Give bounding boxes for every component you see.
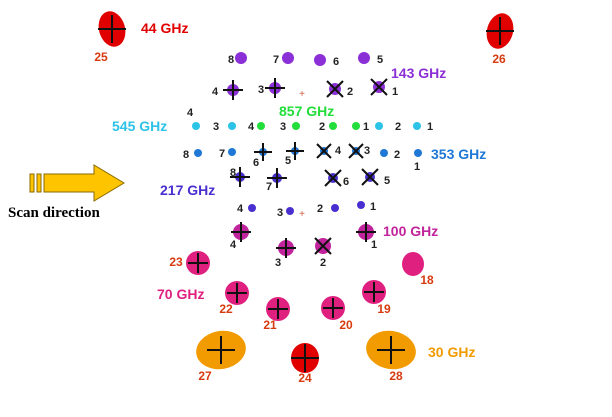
horn-100ghz-2-number: 2 [320,257,326,269]
horn-217ghz-7-number: 7 [266,181,272,193]
horn-545ghz-4 [192,122,200,130]
horn-44ghz-25-number: 25 [94,50,108,64]
horn-353ghz-3-number: 3 [364,145,370,157]
horn-353ghz-2-number: 2 [394,149,400,161]
scan-direction-label: Scan direction [8,205,100,221]
horn-353ghz-4-cross-b [316,143,332,159]
horn-857ghz-2-number: 2 [319,121,325,133]
horn-70ghz-21-number: 21 [263,318,277,332]
horn-857ghz-4-number: 4 [248,121,255,133]
horn-857ghz-3-number: 3 [280,121,286,133]
band-label-353ghz: 353 GHz [431,146,486,162]
horn-100ghz-4-number: 4 [230,239,237,251]
horn-353ghz-7-number: 7 [219,148,225,160]
horn-70ghz-19-number: 19 [377,302,391,316]
horn-70ghz-22-number: 22 [219,302,233,316]
horn-70ghz-18-number: 18 [420,273,434,287]
horn-100ghz-2-cross-b [314,237,332,255]
horn-217ghz-2-number: 2 [317,203,323,215]
horn-217ghz-1 [357,201,365,209]
horn-857ghz-3 [292,122,300,130]
horn-545ghz-2 [375,122,383,130]
horn-353ghz-2 [380,149,388,157]
centre-marker-lower: + [299,209,305,220]
band-label-30ghz: 30 GHz [428,344,475,360]
band-label-857ghz: 857 GHz [279,103,334,119]
horn-353ghz-3-cross-b [348,143,364,159]
horn-857ghz-1-number: 1 [363,121,369,133]
horn-217ghz-3-number: 3 [277,207,283,219]
horn-353ghz-8 [194,149,202,157]
horn-217ghz-1-number: 1 [370,201,376,213]
horn-44ghz-26-number: 26 [492,52,506,66]
scan-direction-arrow [28,163,128,203]
horn-143ghz-5-number: 5 [377,54,383,66]
horn-545ghz-3 [228,122,236,130]
horn-353ghz-1-number: 1 [414,161,420,173]
horn-100ghz-1-number: 1 [371,239,377,251]
horn-143ghz-2-number: 2 [347,86,353,98]
horn-857ghz-4 [257,122,265,130]
arrow-tail-bar-2 [36,173,42,193]
horn-143ghz-8 [235,52,247,64]
horn-545ghz-4-number: 4 [187,107,194,119]
horn-353ghz-7 [228,148,236,156]
horn-217ghz-5-number: 5 [384,175,390,187]
horn-217ghz-3 [286,207,294,215]
band-label-545ghz: 545 GHz [112,118,167,134]
horn-100ghz-3-number: 3 [275,257,281,269]
horn-217ghz-6-cross-b [324,169,342,187]
horn-545ghz-3-number: 3 [213,121,219,133]
horn-217ghz-6-number: 6 [343,176,349,188]
horn-217ghz-4-number: 4 [237,203,244,215]
horn-70ghz-20-number: 20 [339,318,353,332]
horn-44ghz-24-number: 24 [298,371,312,385]
horn-143ghz-1-cross-b [370,78,388,96]
arrow-tail-bar-1 [29,173,35,193]
horn-30ghz-27-number: 27 [198,369,212,383]
horn-143ghz-6 [314,54,326,66]
band-label-44ghz: 44 GHz [141,20,188,36]
band-label-100ghz: 100 GHz [383,223,438,239]
horn-143ghz-4-number: 4 [212,86,219,98]
horn-217ghz-4 [248,204,256,212]
band-label-217ghz: 217 GHz [160,182,215,198]
horn-353ghz-6-number: 6 [253,157,259,169]
horn-217ghz-8-number: 8 [230,167,236,179]
horn-143ghz-1-number: 1 [392,86,398,98]
horn-143ghz-5 [358,52,370,64]
horn-857ghz-1 [352,122,360,130]
horn-143ghz-7-number: 7 [273,54,279,66]
horn-70ghz-23-number: 23 [169,255,183,269]
horn-143ghz-2-cross-b [326,80,344,98]
horn-353ghz-5-number: 5 [285,155,291,167]
horn-353ghz-4-number: 4 [335,145,342,157]
horn-353ghz-8-number: 8 [183,149,189,161]
horn-217ghz-2 [331,204,339,212]
horn-143ghz-8-number: 8 [228,54,234,66]
horn-30ghz-28-number: 28 [389,369,403,383]
horn-857ghz-2 [329,122,337,130]
horn-143ghz-6-number: 6 [333,56,339,68]
horn-70ghz-18 [402,252,424,276]
horn-545ghz-1 [413,122,421,130]
horn-545ghz-1-number: 1 [427,121,433,133]
horn-217ghz-5-cross-b [361,168,379,186]
horn-143ghz-3-number: 3 [258,84,264,96]
centre-marker-upper: + [299,89,305,100]
band-label-70ghz: 70 GHz [157,286,204,302]
band-label-143ghz: 143 GHz [391,65,446,81]
horn-545ghz-2-number: 2 [395,121,401,133]
arrow-body [43,164,125,202]
horn-143ghz-7 [282,52,294,64]
horn-353ghz-1 [414,149,422,157]
